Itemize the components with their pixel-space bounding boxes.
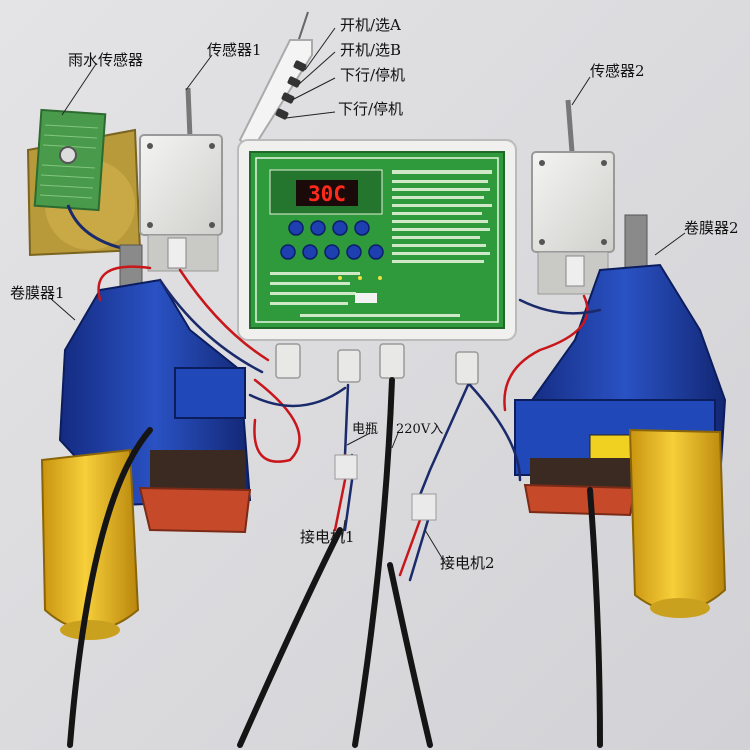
controller-box	[237, 139, 517, 385]
label-motor-2: 接电机2	[440, 554, 495, 572]
roller-1	[40, 244, 252, 640]
label-rain-sensor: 雨水传感器	[68, 51, 144, 69]
label-roller-2: 卷膜器2	[684, 219, 739, 237]
label-sensor-1: 传感器1	[207, 41, 262, 59]
wiring	[67, 265, 603, 748]
label-remote-c: 下行/停机	[340, 66, 406, 84]
label-remote-a: 开机/选A	[340, 16, 401, 34]
controller-display-readout: 30C	[308, 182, 346, 206]
label-remote-b: 开机/选B	[340, 41, 402, 59]
label-sensor-2: 传感器2	[590, 62, 645, 80]
label-leaders	[49, 27, 686, 564]
rain-sensor	[26, 108, 142, 257]
sensor-2-box	[531, 99, 615, 295]
label-remote-d: 下行/停机	[338, 100, 404, 118]
remote-control	[238, 11, 313, 152]
label-motor-1: 接电机1	[300, 528, 355, 546]
label-power-in: 220V入	[396, 422, 444, 437]
label-roller-1: 卷膜器1	[10, 284, 65, 302]
roller-2	[514, 214, 727, 618]
sensor-1-box	[139, 87, 223, 272]
label-battery: 电瓶	[352, 422, 379, 437]
